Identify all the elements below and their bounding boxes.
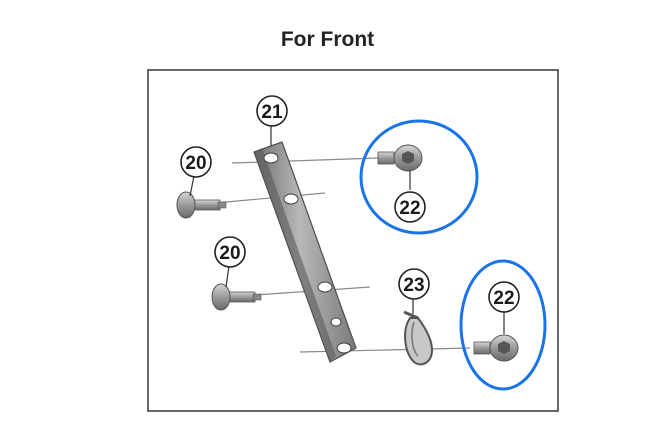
diagram-frame (147, 69, 559, 412)
callout-23: 23 (398, 268, 430, 300)
cable-clip-23 (403, 310, 434, 366)
callout-label-22-upper: 22 (399, 198, 420, 219)
callout-label-20-lower: 20 (219, 243, 240, 264)
callout-21: 21 (256, 95, 288, 127)
bolt-20-lower (211, 283, 262, 311)
diagram-title: For Front (280, 28, 375, 51)
callout-label-23: 23 (403, 275, 424, 296)
callout-20-upper: 20 (180, 146, 212, 178)
callout-22-upper: 22 (394, 191, 426, 223)
callout-20-lower: 20 (214, 236, 246, 268)
bolt-20-upper (176, 191, 227, 219)
highlight-oval-lower (459, 259, 547, 391)
bolt-22-upper (377, 144, 423, 172)
highlight-oval-upper (359, 119, 479, 235)
callout-label-20-upper: 20 (185, 153, 206, 174)
bracket-plate (253, 141, 357, 363)
callout-leaders (189, 124, 505, 334)
callout-label-22-lower: 22 (493, 288, 514, 309)
callout-22-lower: 22 (488, 281, 520, 313)
bolt-22-lower (473, 334, 519, 362)
callout-label-21: 21 (261, 102, 283, 123)
